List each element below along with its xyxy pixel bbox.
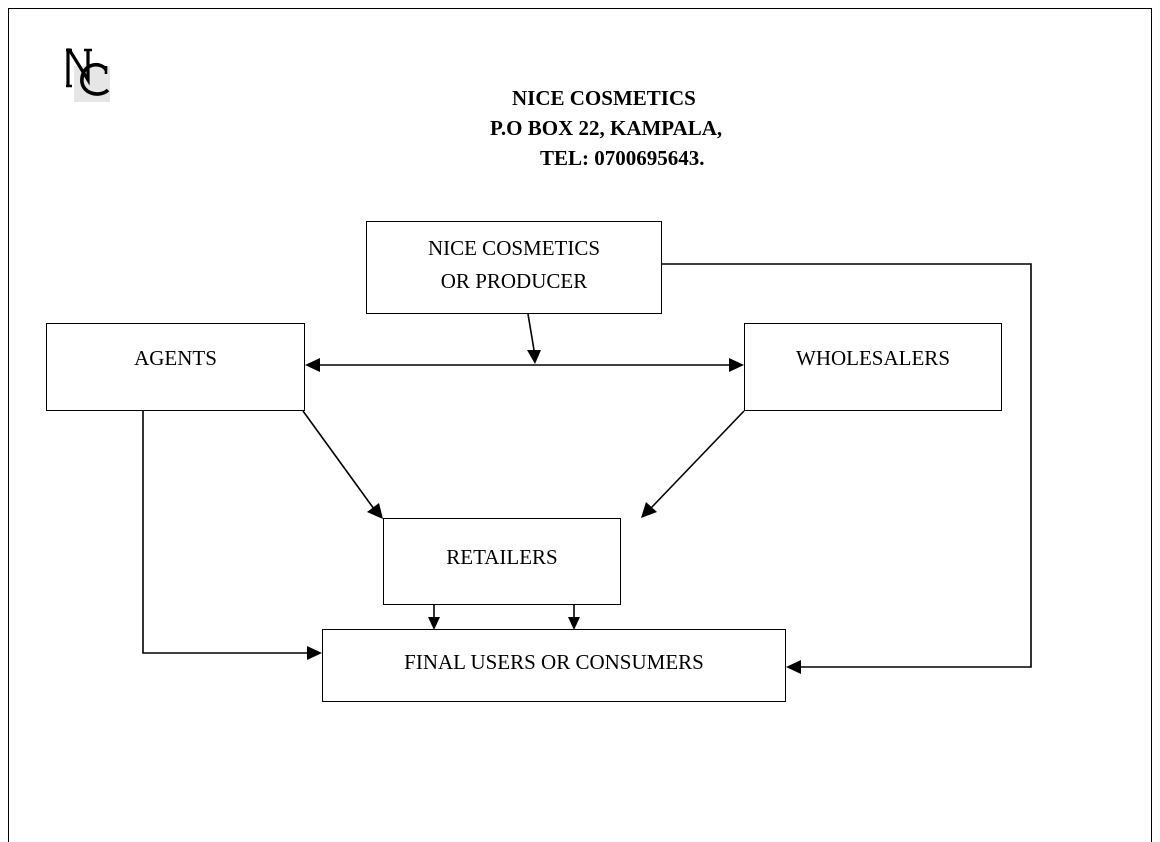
- node-producer: NICE COSMETICS OR PRODUCER: [366, 221, 662, 314]
- frame-right-border: [1151, 8, 1152, 842]
- company-address: P.O BOX 22, KAMPALA,: [490, 116, 723, 140]
- frame-left-border: [8, 8, 9, 842]
- nc-logo-icon: [66, 48, 110, 102]
- node-producer-line1: NICE COSMETICS: [427, 236, 601, 260]
- node-producer-line2: OR PRODUCER: [440, 268, 588, 293]
- node-consumers-label: FINAL USERS OR CONSUMERS: [404, 650, 704, 674]
- node-retailers-label: RETAILERS: [446, 545, 558, 569]
- node-agents: AGENTS: [46, 323, 305, 411]
- company-telephone: TEL: 0700695643.: [540, 146, 705, 170]
- node-wholesalers: WHOLESALERS: [744, 323, 1002, 411]
- node-consumers: FINAL USERS OR CONSUMERS: [322, 629, 786, 702]
- company-name: NICE COSMETICS: [512, 86, 696, 110]
- node-wholesalers-label: WHOLESALERS: [796, 346, 950, 370]
- frame-top-border: [8, 8, 1152, 9]
- node-retailers: RETAILERS: [383, 518, 621, 605]
- node-agents-label: AGENTS: [134, 346, 217, 370]
